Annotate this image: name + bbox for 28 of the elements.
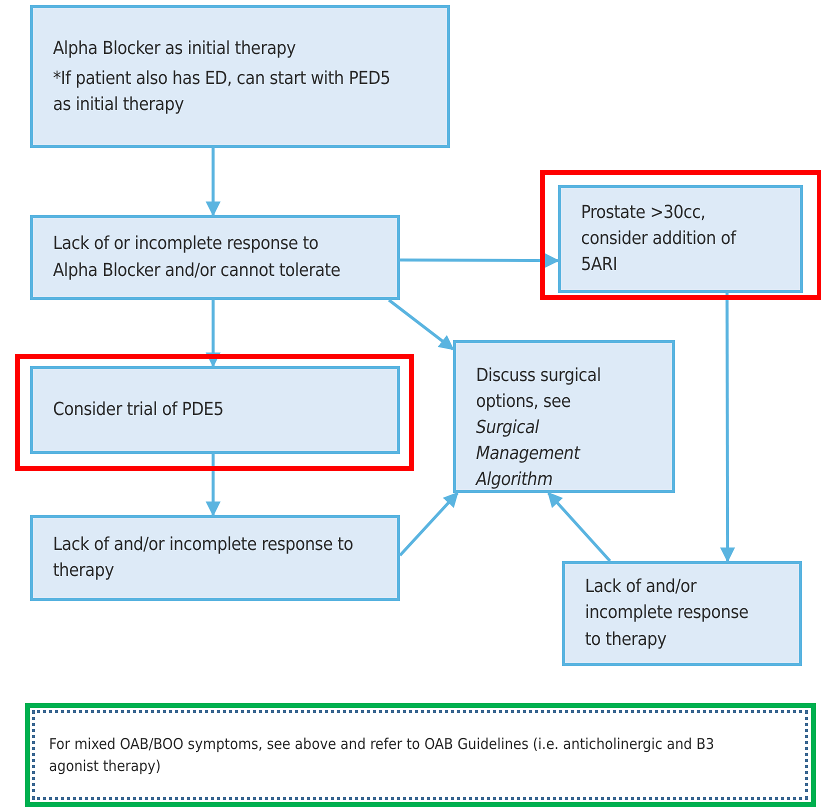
arrow [206, 300, 221, 368]
box-text: For mixed OAB/BOO symptoms, see above and refer to OAB Guidelines (i.e. anticholinergic and B3 agonist therapy) [49, 734, 716, 777]
highlight-frame [25, 703, 816, 807]
arrow [547, 492, 612, 562]
note-box [32, 710, 808, 800]
box-text: Prostate >30cc, consider addition of 5ARI [581, 200, 738, 278]
arrow [400, 253, 560, 268]
process-box [30, 215, 400, 300]
box-text: Consider trial of PDE5 [53, 398, 224, 422]
arrow [206, 454, 221, 516]
box-text: Lack of and/or incomplete response to therapy [53, 532, 354, 583]
highlight-frame [15, 354, 414, 471]
highlight-frame [540, 170, 821, 300]
arrow [206, 148, 221, 216]
box-text: *If patient also has ED, can start with PED5 as initial therapy [53, 67, 392, 118]
arrow [398, 492, 459, 556]
process-box [30, 515, 400, 601]
process-box [562, 561, 802, 666]
process-box [453, 340, 675, 493]
box-text: Lack of or incomplete response to Alpha Blocker and/or cannot tolerate [53, 232, 342, 282]
box-text: Discuss surgical options, see Surgical Management Algorithm [476, 364, 602, 492]
process-box [30, 366, 400, 454]
box-text: Lack of and/or incomplete response to therapy [585, 575, 750, 652]
box-text: Alpha Blocker as initial therapy [53, 37, 297, 61]
process-box [558, 185, 803, 293]
arrow [720, 293, 736, 562]
process-box [30, 5, 450, 148]
arrow [388, 298, 454, 350]
